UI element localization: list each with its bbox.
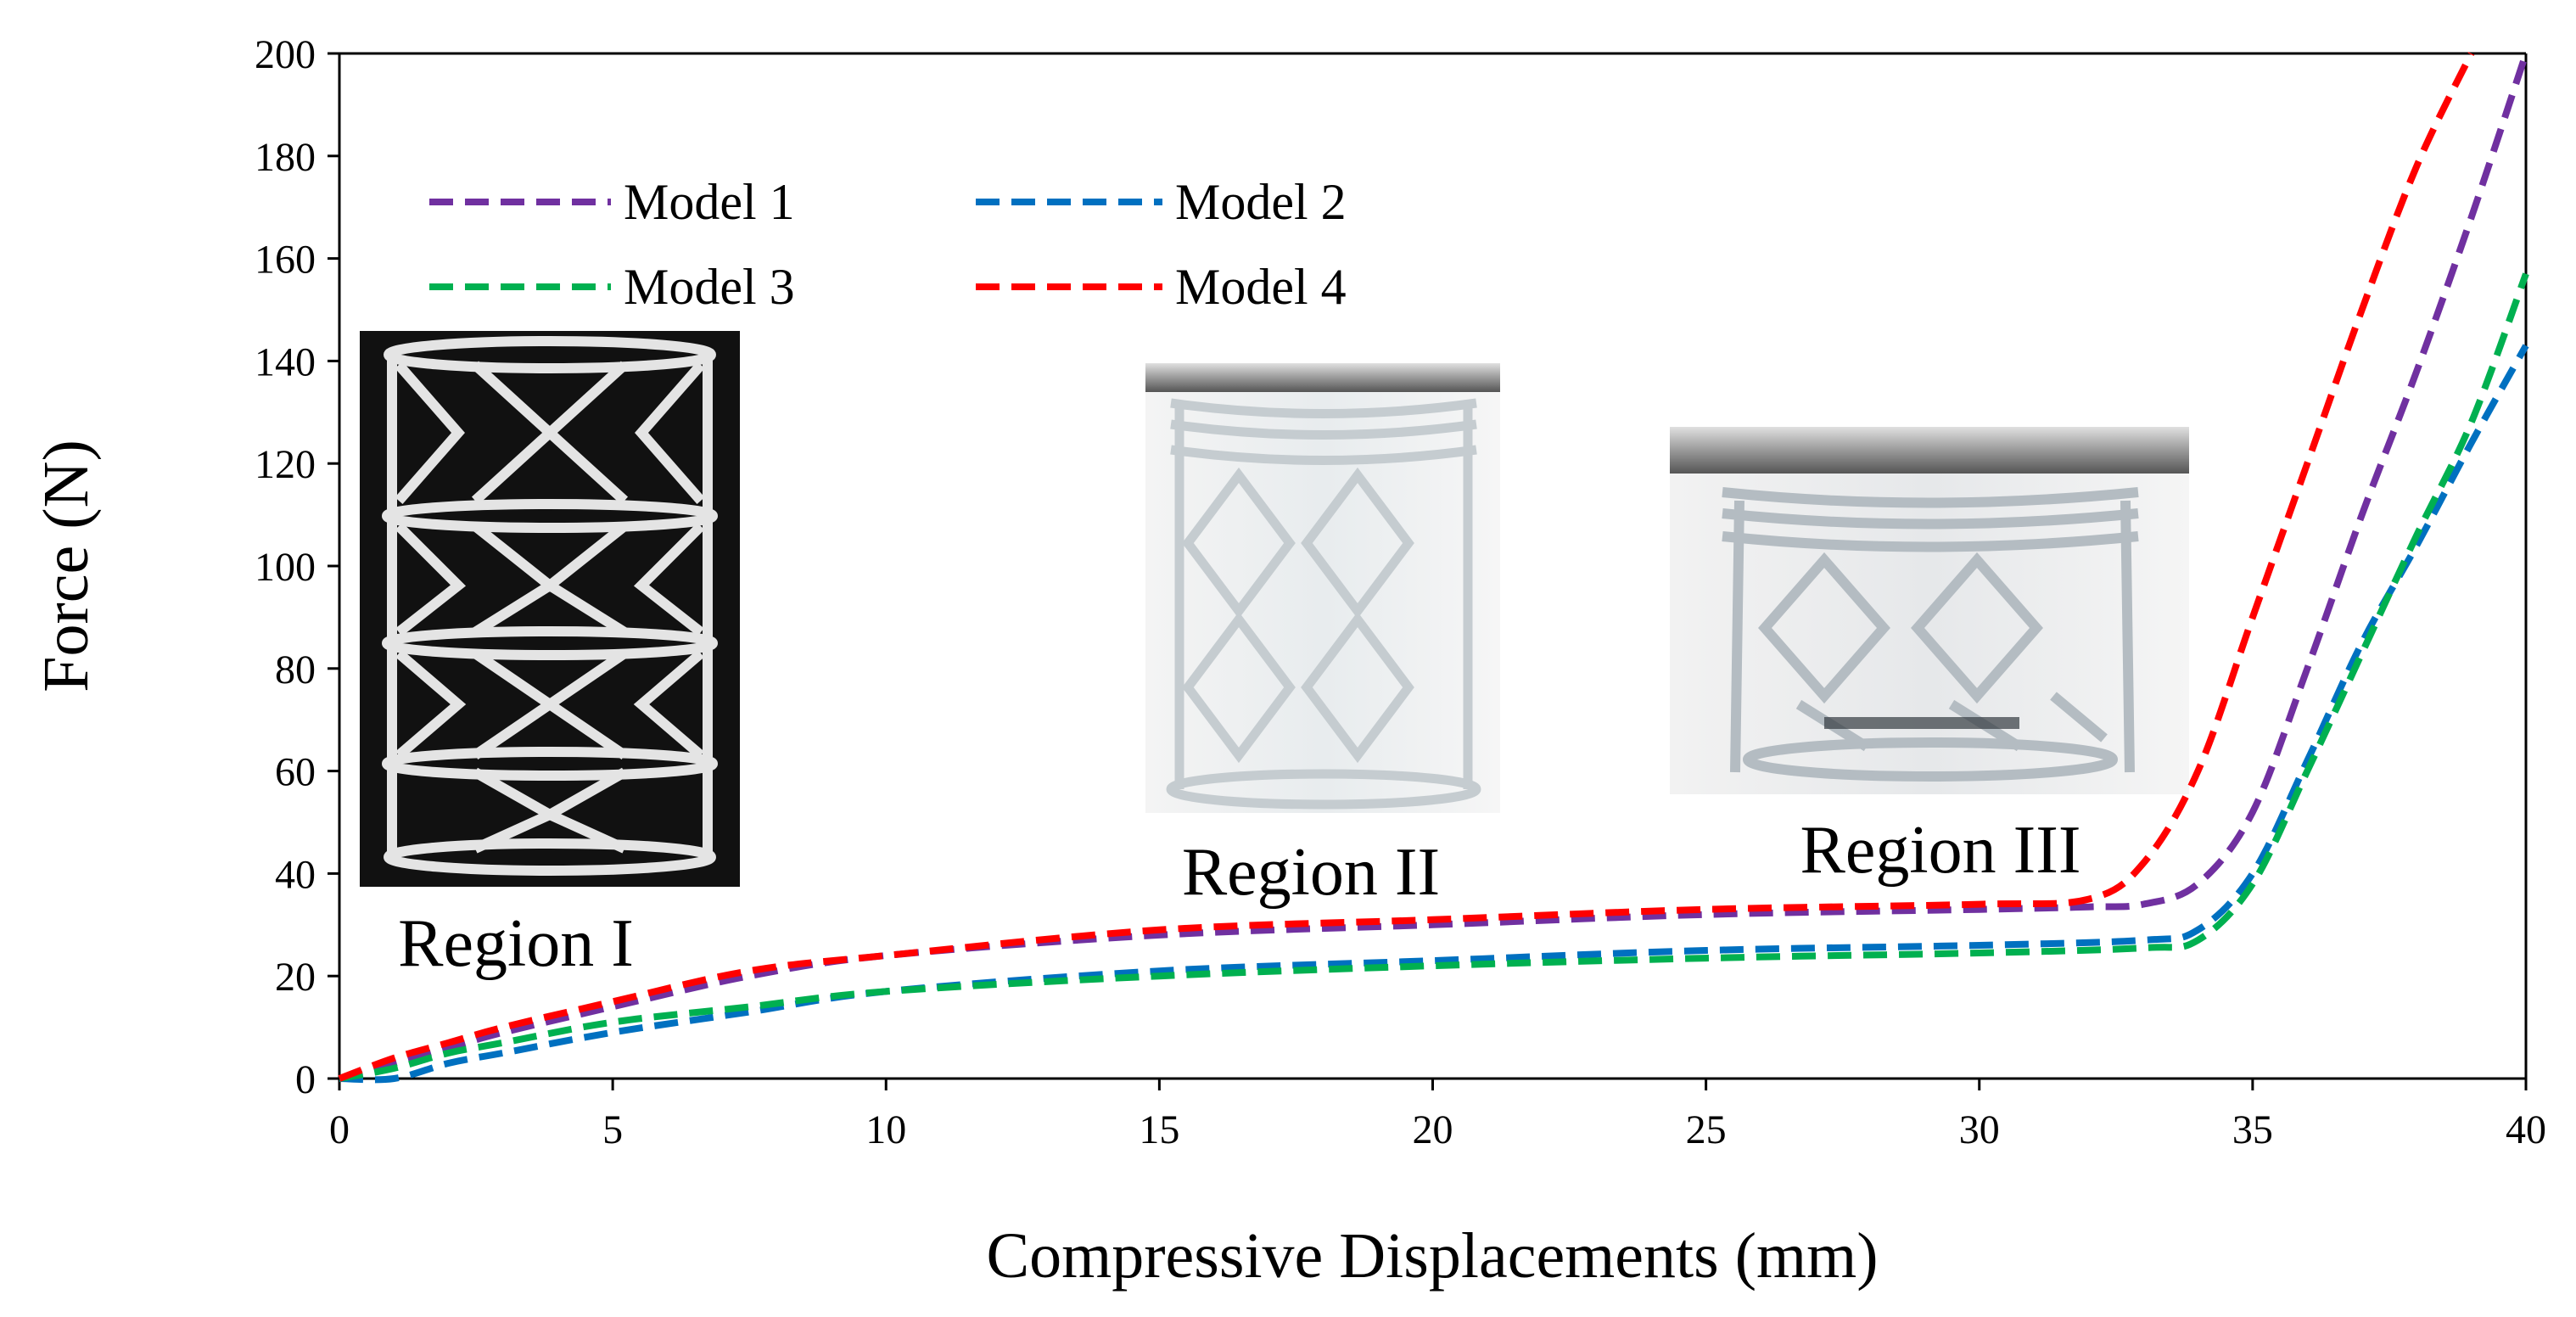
- y-tick-label: 200: [255, 32, 316, 77]
- x-tick-label: 30: [1959, 1107, 2000, 1152]
- y-tick-label: 100: [255, 545, 316, 590]
- y-tick-label: 140: [255, 339, 316, 384]
- x-tick-label: 0: [329, 1107, 350, 1152]
- legend-label-model-1: Model 1: [624, 174, 795, 230]
- x-tick-label: 15: [1139, 1107, 1179, 1152]
- legend: Model 1 Model 2 Model 3 Model 4: [429, 174, 1347, 315]
- y-tick-label: 120: [255, 442, 316, 487]
- region-i-photo: [360, 331, 740, 887]
- series-lines: [338, 52, 2529, 1084]
- y-tick-label: 0: [295, 1057, 316, 1102]
- x-tick-label: 35: [2232, 1107, 2273, 1152]
- x-tick-label: 25: [1686, 1107, 1727, 1152]
- y-tick-label: 20: [275, 955, 316, 1000]
- region-iii-label: Region III: [1800, 813, 2080, 888]
- series-line-model-3: [339, 272, 2529, 1082]
- y-tick-label: 60: [275, 750, 316, 795]
- y-tick-label: 40: [275, 852, 316, 897]
- series-line-model-1: [338, 52, 2529, 1082]
- y-tick-label: 80: [275, 647, 316, 692]
- x-tick-label: 10: [865, 1107, 906, 1152]
- legend-label-model-4: Model 4: [1175, 259, 1347, 315]
- y-tick-label: 180: [255, 135, 316, 180]
- x-tick-label: 20: [1413, 1107, 1453, 1152]
- region-ii-label: Region II: [1182, 835, 1440, 910]
- region-ii-photo: [1145, 363, 1500, 813]
- x-tick-label: 5: [602, 1107, 623, 1152]
- x-axis-title: Compressive Displacements (mm): [986, 1220, 1878, 1292]
- x-tick-label: 40: [2506, 1107, 2546, 1152]
- y-axis-title: Force (N): [31, 440, 102, 692]
- legend-label-model-2: Model 2: [1175, 174, 1347, 230]
- y-tick-label: 160: [255, 238, 316, 283]
- axis-ticks: 0 5 10 15 20 25 30 35 40 0 20 40 60 80 100 120 140 160 180…: [255, 32, 2546, 1152]
- series-line-model-2: [339, 344, 2529, 1084]
- region-i-label: Region I: [398, 906, 634, 981]
- legend-label-model-3: Model 3: [624, 259, 795, 315]
- region-iii-photo: [1670, 427, 2189, 794]
